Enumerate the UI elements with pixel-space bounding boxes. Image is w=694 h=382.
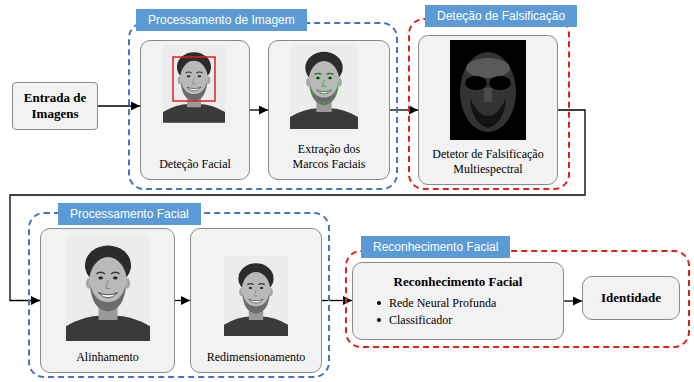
box-label: Redimensionamento: [207, 350, 306, 365]
box-label: Detetor de Falsificação Multiespectral: [425, 147, 551, 177]
process-box: Redimensionamento: [190, 228, 322, 373]
bullet-item: Rede Neural Profunda: [375, 295, 549, 311]
box-label: Deteção Facial: [159, 157, 231, 172]
process-box: Deteção Facial: [140, 40, 250, 180]
stage-label: Deteção de Falsificação: [425, 5, 577, 27]
box-label: Alinhamento: [76, 350, 139, 365]
process-box: Extração dos Marcos Faciais: [268, 40, 390, 180]
box-label: Extração dos Marcos Faciais: [283, 142, 375, 172]
stage-label: Processamento de Imagem: [136, 9, 307, 31]
stage-group: Processamento FacialAlinhamentoRedimensi…: [28, 212, 330, 378]
process-box: Detetor de Falsificação Multiespectral: [418, 35, 558, 185]
flow-arrow: [250, 109, 268, 110]
bullet-item: Classificador: [375, 312, 549, 328]
box-title: Reconhecimento Facial: [367, 274, 549, 290]
face-photo-landmarks: [290, 44, 358, 129]
flow-arrow: [564, 300, 582, 301]
flow-arrow: [175, 300, 190, 301]
stage-group: Reconhecimento FacialReconhecimento Faci…: [345, 250, 690, 348]
face-photo-aligned: [66, 236, 150, 341]
box-label: Entrada de Imagens: [19, 90, 91, 121]
stage-label: Processamento Facial: [58, 203, 201, 225]
input-box: Entrada de Imagens: [12, 82, 98, 130]
multispectral-mask-image: [450, 40, 526, 140]
stage-group: Deteção de FalsificaçãoDetetor de Falsif…: [408, 18, 570, 190]
output-box: Identidade: [582, 276, 680, 320]
process-box: Reconhecimento FacialRede Neural Profund…: [352, 262, 564, 340]
box-label: Identidade: [601, 290, 661, 306]
flow-arrow: [98, 105, 140, 106]
stage-label: Reconhecimento Facial: [361, 236, 510, 258]
face-photo-detection: [163, 45, 225, 123]
flow-arrow: [390, 109, 418, 110]
face-photo-resized: [224, 256, 288, 336]
process-box: Alinhamento: [40, 228, 175, 373]
stage-group: Processamento de ImagemDeteção FacialExt…: [128, 22, 398, 190]
flow-arrow: [322, 300, 352, 301]
